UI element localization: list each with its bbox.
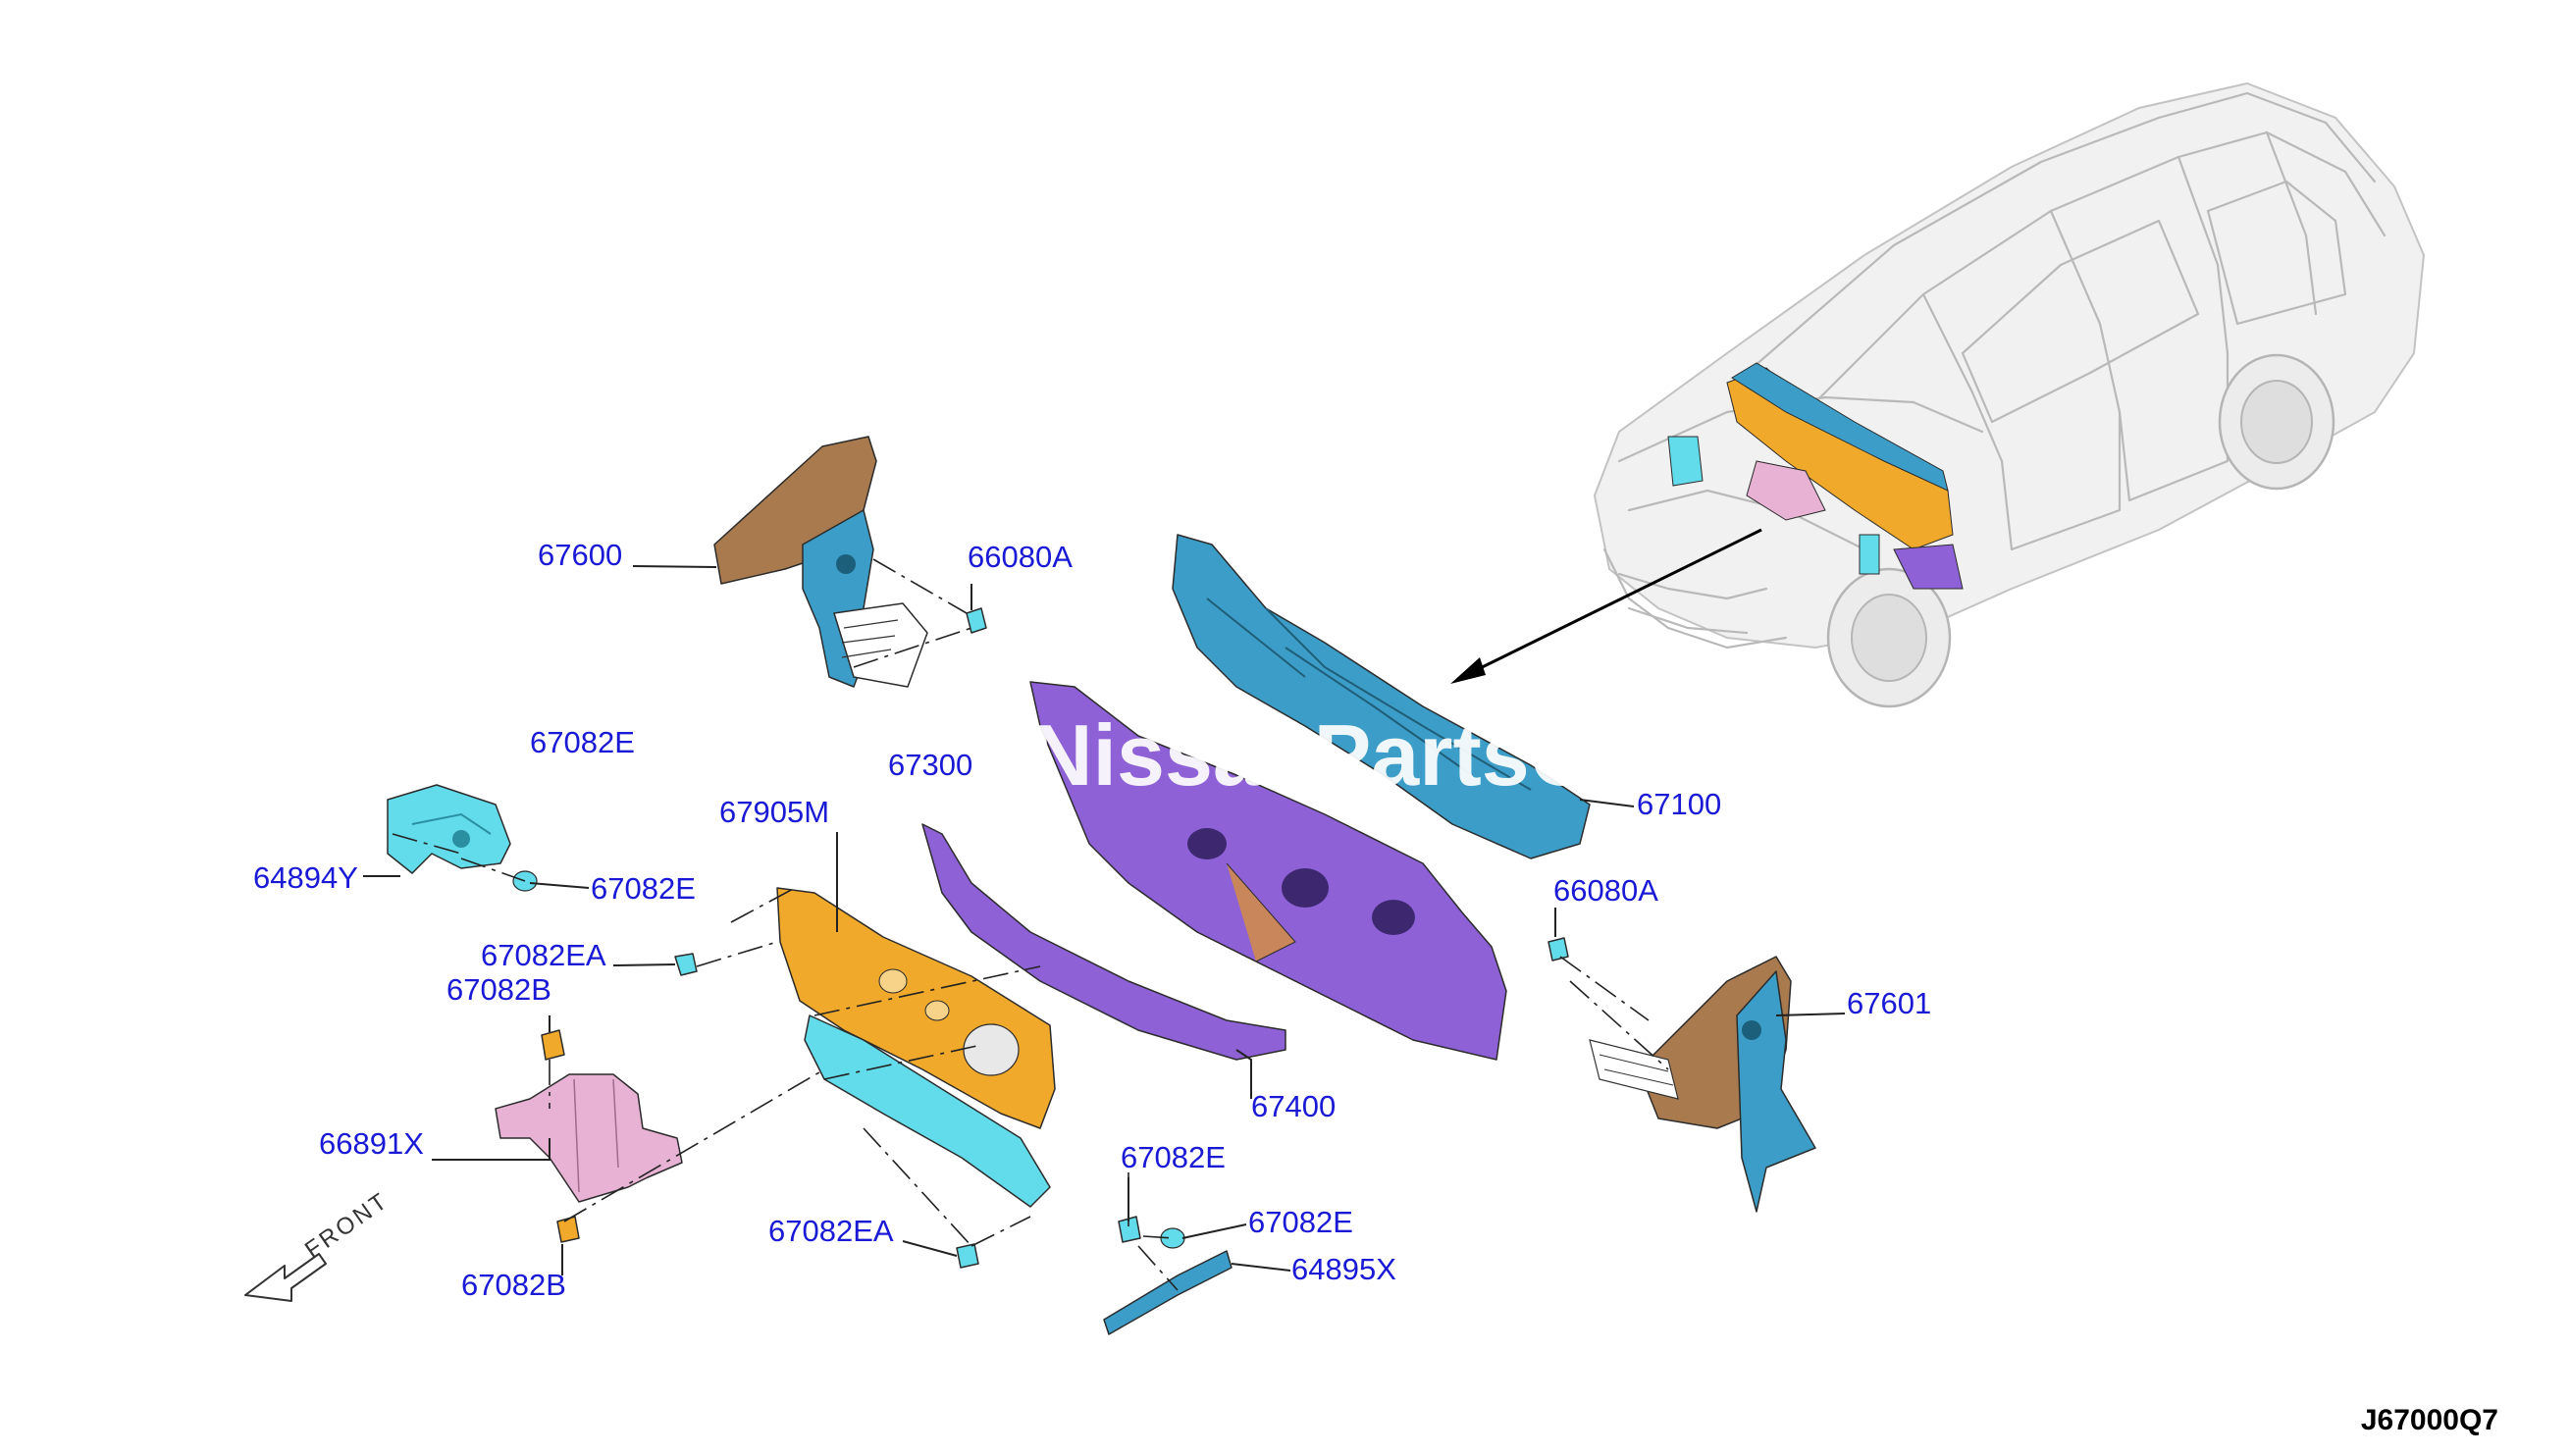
callout-66080A-right[interactable]: 66080A: [1553, 873, 1658, 908]
callout-67300[interactable]: 67300: [888, 748, 972, 782]
callout-66080A-top[interactable]: 66080A: [968, 540, 1073, 574]
callout-67082E-mid1[interactable]: 67082E: [1121, 1140, 1226, 1174]
callout-67100[interactable]: 67100: [1637, 787, 1721, 821]
leader-lines: [363, 565, 1846, 1275]
callout-67082E-left[interactable]: 67082E: [591, 871, 696, 906]
part-64894Y-bracket: [387, 784, 511, 874]
front-label: FRONT: [300, 1187, 393, 1264]
callout-64894Y[interactable]: 64894Y: [253, 860, 358, 895]
part-67082E-clip-mid1: [1118, 1216, 1141, 1243]
part-67082EA-clip-upper: [674, 953, 698, 976]
callout-64895X[interactable]: 64895X: [1291, 1252, 1396, 1286]
vehicle-overview: [1593, 81, 2426, 708]
diagram-code: J67000Q7: [2361, 1404, 2498, 1436]
callout-66891X[interactable]: 66891X: [319, 1126, 424, 1161]
pointer-arrow: [1450, 528, 1762, 684]
part-66080A-clip-right: [1547, 937, 1569, 962]
part-67082EA-clip-lower: [956, 1243, 979, 1269]
callout-67082EA-lower[interactable]: 67082EA: [768, 1214, 894, 1248]
part-67082B-clip-upper: [541, 1029, 565, 1061]
part-66891X-bracket: [495, 1073, 683, 1203]
callout-67600[interactable]: 67600: [538, 538, 622, 572]
callout-67082E-top[interactable]: 67082E: [530, 725, 635, 759]
callout-67082B-upper[interactable]: 67082B: [446, 972, 551, 1007]
part-67601-side-panel: [1589, 956, 1816, 1213]
part-67600-side-panel: [713, 436, 928, 688]
callout-67082B-lower[interactable]: 67082B: [461, 1268, 566, 1302]
part-67300-dash-panel: [1029, 681, 1507, 1061]
callout-labels: 67600 66080A 67082E 64894Y 67082E 67905M…: [253, 538, 1931, 1302]
part-67100-cowl-top: [1172, 534, 1591, 859]
callout-67082E-mid2[interactable]: 67082E: [1248, 1205, 1353, 1239]
callout-67400[interactable]: 67400: [1251, 1089, 1336, 1123]
callout-67905M[interactable]: 67905M: [719, 795, 829, 829]
callout-67082EA-upper[interactable]: 67082EA: [481, 938, 606, 972]
front-indicator: FRONT: [244, 1187, 393, 1302]
part-67905M-insulator: [776, 887, 1056, 1208]
part-66080A-clip-top: [966, 607, 987, 634]
part-67400-cross-member: [921, 823, 1286, 1061]
watermark: NissanPartsCatalog: [1030, 706, 1846, 804]
part-67082B-clip-lower: [556, 1216, 580, 1243]
callout-67601[interactable]: 67601: [1847, 986, 1931, 1020]
part-64895X-strip: [1103, 1250, 1233, 1335]
